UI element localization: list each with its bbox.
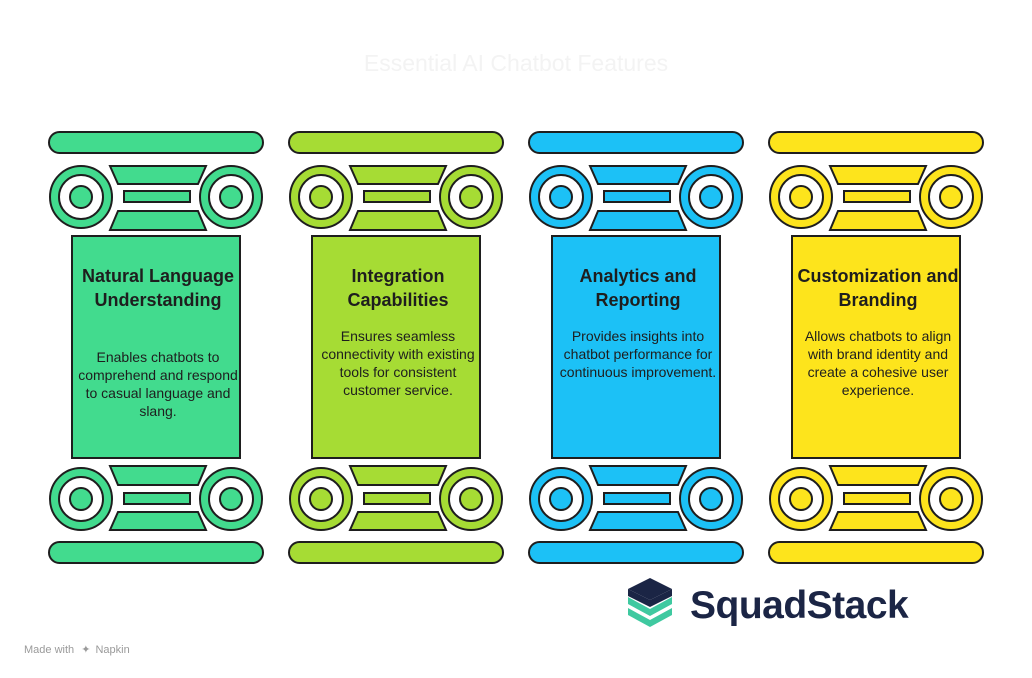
logo-wordmark: SquadStack [690,584,909,627]
diagram-title: Essential AI Chatbot Features [363,50,669,76]
squadstack-logo: SquadStack [624,578,924,634]
napkin-icon: ✦ [81,644,91,656]
pillar-title: Analytics and Reporting [579,266,697,310]
pillar-description: Enables chatbots to comprehend and respo… [78,349,238,419]
pillar-column-graphic [528,131,744,564]
pillar-column-graphic [48,131,264,564]
pillar-description: Provides insights into chatbot performan… [559,328,717,380]
stacked-layers-icon [628,578,672,627]
pillar-column-graphic [768,131,984,564]
made-with-credit: Made with ✦ Napkin [24,643,130,656]
pillar-customization: Customization and Branding Allows chatbo… [768,130,988,566]
pillar-description: Allows chatbots to align with brand iden… [804,328,952,398]
pillar-title: Customization and Branding [797,266,959,310]
pillar-integration: Integration Capabilities Ensures seamles… [288,130,508,566]
pillar-title: Integration Capabilities [347,266,449,310]
pillar-column-graphic [288,131,504,564]
pillar-natural-language: Natural Language Understanding Enables c… [48,130,268,566]
pillar-analytics: Analytics and Reporting Provides insight… [528,130,748,566]
pillar-description: Ensures seamless connectivity with exist… [321,328,475,398]
pillar-title: Natural Language Understanding [81,266,235,310]
made-with-label: Made with [24,644,75,656]
napkin-brand: Napkin [95,644,130,656]
